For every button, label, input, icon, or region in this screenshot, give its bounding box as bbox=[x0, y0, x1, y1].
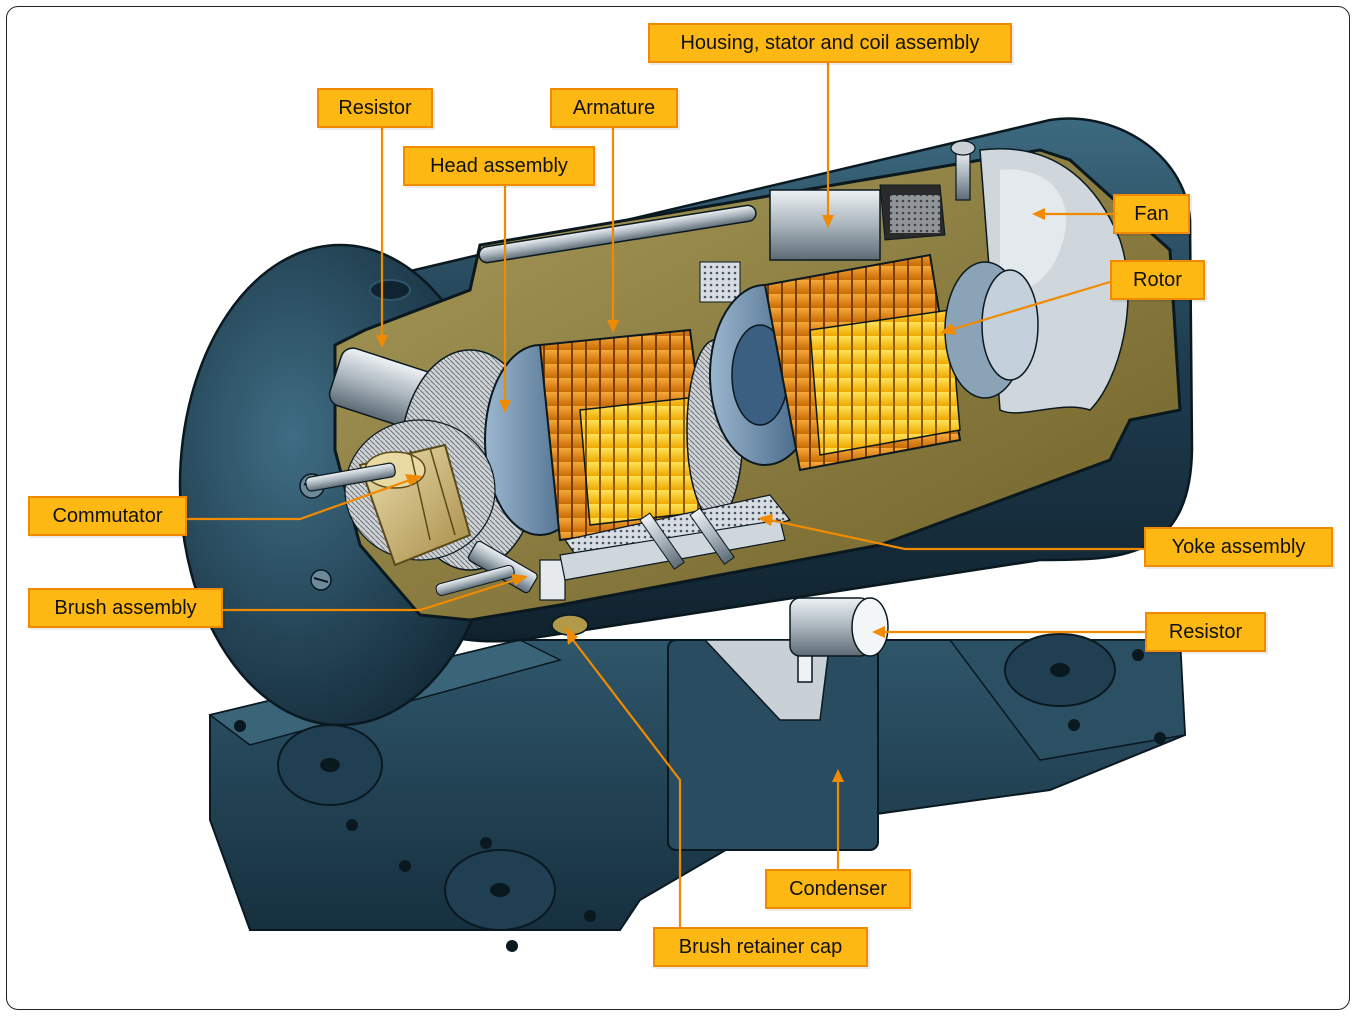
label-head-assembly: Head assembly bbox=[403, 146, 595, 186]
yoke-assembly bbox=[559, 494, 792, 581]
label-armature: Armature bbox=[550, 88, 678, 128]
label-housing-stator-coil-assembly: Housing, stator and coil assembly bbox=[648, 23, 1012, 63]
lower-resistor-cylinder bbox=[789, 597, 889, 657]
mounting-base bbox=[208, 633, 1187, 952]
label-brush-retainer-cap: Brush retainer cap bbox=[653, 927, 868, 967]
rotor bbox=[709, 253, 1039, 472]
label-rotor: Rotor bbox=[1110, 260, 1205, 300]
label-fan: Fan bbox=[1113, 194, 1190, 234]
label-condenser: Condenser bbox=[765, 869, 911, 909]
label-resistor-bottom: Resistor bbox=[1145, 612, 1266, 652]
label-resistor-top: Resistor bbox=[317, 88, 433, 128]
label-commutator: Commutator bbox=[28, 496, 187, 536]
label-brush-assembly: Brush assembly bbox=[28, 588, 223, 628]
leader-lines bbox=[187, 63, 1145, 928]
label-yoke-assembly: Yoke assembly bbox=[1144, 527, 1333, 567]
